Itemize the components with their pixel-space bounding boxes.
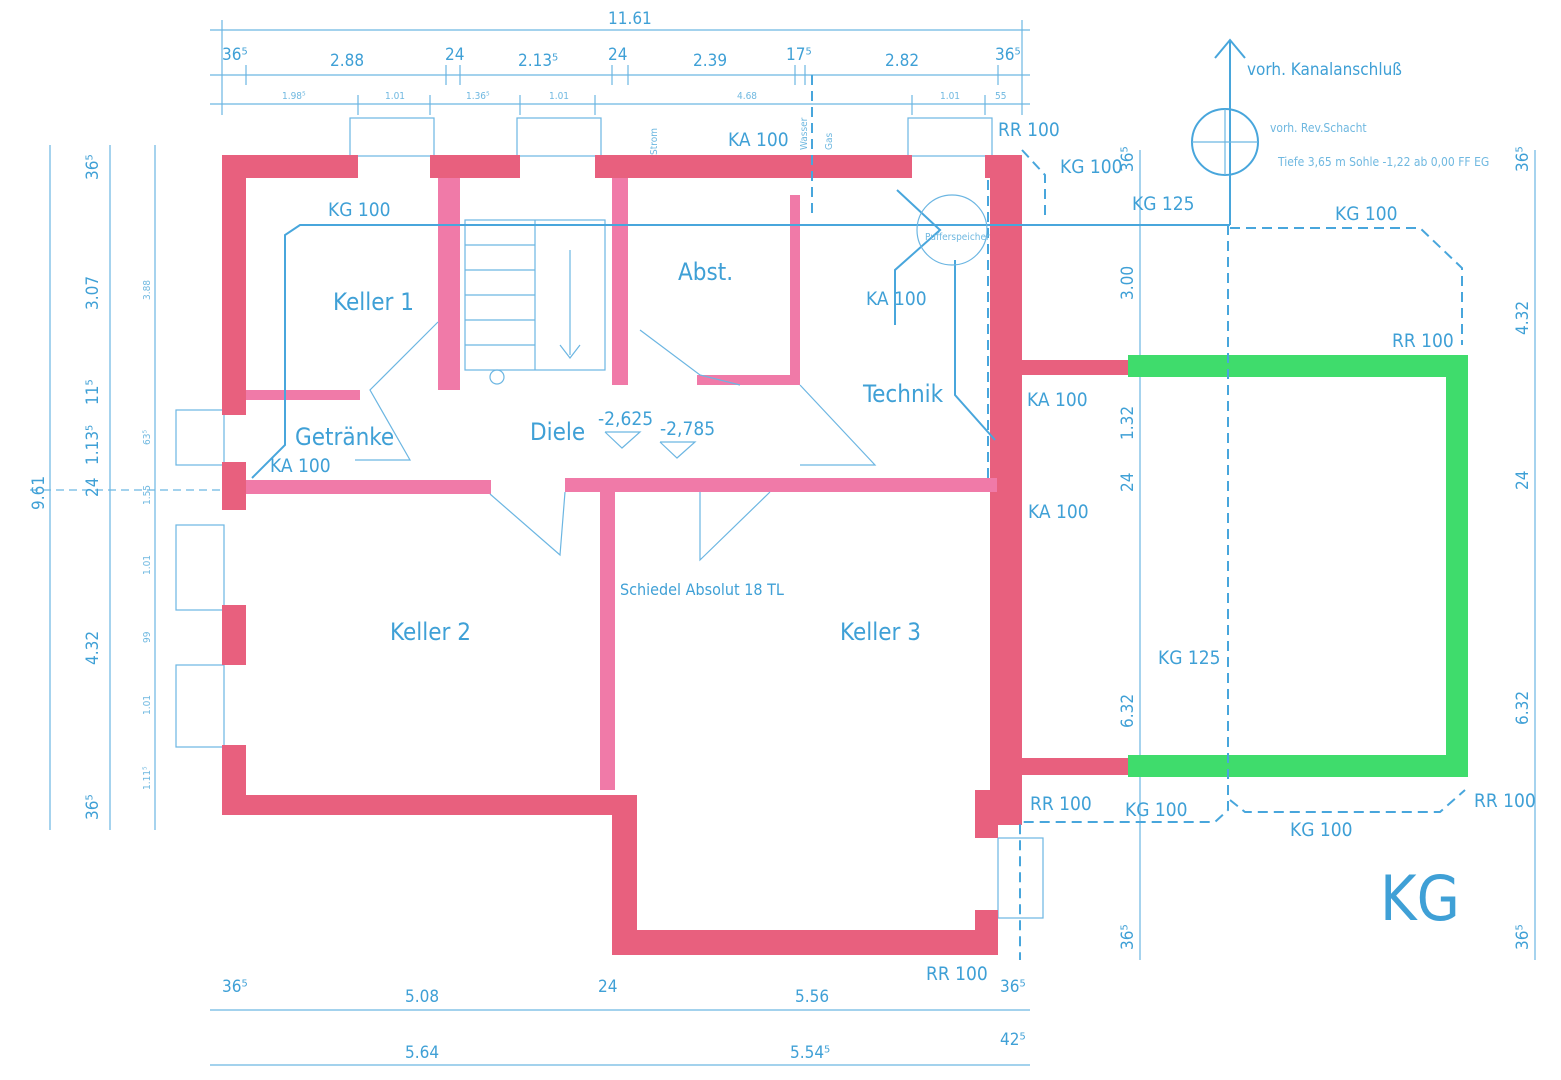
dim-label: 63⁵ bbox=[142, 430, 153, 445]
dim-label: 24 bbox=[83, 478, 103, 497]
dim-label: 4.68 bbox=[737, 91, 757, 102]
pipe-label: KA 100 bbox=[866, 288, 927, 310]
dim-label: 36⁵ bbox=[995, 45, 1021, 65]
dim-label: 11⁵ bbox=[83, 379, 103, 405]
room-getraenke: Getränke bbox=[295, 423, 394, 451]
dim-label: 24 bbox=[445, 45, 464, 65]
dim-label: 36⁵ bbox=[1513, 924, 1533, 950]
room-diele: Diele bbox=[530, 418, 585, 446]
dim-label: 1.55 bbox=[142, 485, 153, 505]
dim-label: 1.36⁵ bbox=[466, 91, 490, 102]
dim-label: 1.01 bbox=[142, 555, 153, 575]
dim-label: 4.32 bbox=[1513, 301, 1533, 335]
puffer-note: Pufferspeicher bbox=[925, 232, 990, 243]
dim-label: 5.54⁵ bbox=[790, 1043, 830, 1063]
dim-label: 24 bbox=[598, 977, 617, 997]
level-marker: -2,625 bbox=[598, 408, 653, 430]
dim-label: 1.98⁵ bbox=[282, 91, 306, 102]
dim-label: 24 bbox=[1118, 473, 1138, 492]
pipe-label: KG 125 bbox=[1132, 193, 1195, 215]
pipe-label: KG 100 bbox=[1060, 156, 1123, 178]
dim-label: 36⁵ bbox=[1118, 146, 1138, 172]
garage-walls bbox=[1128, 355, 1468, 777]
floor-label: KG bbox=[1380, 862, 1460, 935]
gas-note: Gas bbox=[824, 133, 835, 150]
dim-label: 36⁵ bbox=[1000, 977, 1026, 997]
pipe-label: RR 100 bbox=[1030, 793, 1092, 815]
wasser-note: Wasser bbox=[799, 117, 810, 150]
dim-label: 36⁵ bbox=[83, 794, 103, 820]
strom-note: Strom bbox=[649, 128, 660, 155]
windows bbox=[175, 117, 1044, 919]
pipe-labels: KG 100 KA 100 RR 100 KG 100 KG 125 KG 10… bbox=[270, 119, 1536, 985]
room-labels: Keller 1 Keller 2 Keller 3 Getränke Diel… bbox=[295, 258, 1460, 935]
dim-label: 6.32 bbox=[1513, 691, 1533, 725]
schacht-note: vorh. Rev.Schacht bbox=[1270, 121, 1367, 135]
pipe-label: KA 100 bbox=[728, 129, 789, 151]
inner-walls bbox=[246, 178, 997, 790]
dim-top-total: 11.61 bbox=[608, 9, 652, 29]
dim-label: 3.00 bbox=[1118, 266, 1138, 300]
dim-label: 1.01 bbox=[385, 91, 405, 102]
pipe-label: KG 100 bbox=[1290, 819, 1353, 841]
dim-label: 55 bbox=[995, 91, 1006, 102]
pipe-label: KA 100 bbox=[1028, 501, 1089, 523]
dim-label: 5.08 bbox=[405, 987, 439, 1007]
dim-label: 5.64 bbox=[405, 1043, 439, 1063]
room-keller2: Keller 2 bbox=[390, 618, 471, 646]
pipe-label: KG 100 bbox=[328, 199, 391, 221]
dim-label: 1.01 bbox=[549, 91, 569, 102]
pipe-label: KG 125 bbox=[1158, 647, 1221, 669]
chimney-note: Schiedel Absolut 18 TL bbox=[620, 580, 784, 599]
stairs bbox=[464, 219, 606, 385]
pipe-label: RR 100 bbox=[926, 963, 988, 985]
pipe-lines bbox=[251, 38, 1466, 960]
level-marker: -2,785 bbox=[660, 418, 715, 440]
dim-label: 1.11⁵ bbox=[142, 766, 153, 790]
dim-label: 4.32 bbox=[83, 631, 103, 665]
dim-label: 3.07 bbox=[83, 276, 103, 310]
dim-label: 36⁵ bbox=[83, 154, 103, 180]
dim-label: 17⁵ bbox=[786, 45, 812, 65]
dim-label: 5.56 bbox=[795, 987, 829, 1007]
dim-label: 42⁵ bbox=[1000, 1030, 1026, 1050]
pipe-label: RR 100 bbox=[1474, 790, 1536, 812]
dim-left-total: 9.61 bbox=[29, 476, 49, 510]
dim-label: 1.01 bbox=[940, 91, 960, 102]
dim-label: 99 bbox=[142, 631, 153, 643]
pipe-label: KA 100 bbox=[1027, 389, 1088, 411]
tiefe-note: Tiefe 3,65 m Sohle -1,22 ab 0,00 FF EG bbox=[1277, 155, 1489, 169]
pipe-label: KG 100 bbox=[1335, 203, 1398, 225]
dim-label: 2.13⁵ bbox=[518, 51, 558, 71]
dim-label: 1.01 bbox=[142, 695, 153, 715]
dim-label: 1.32 bbox=[1118, 406, 1138, 440]
dimension-labels: 11.61 36⁵ 2.88 24 2.13⁵ 24 2.39 17⁵ 2.82… bbox=[29, 9, 1533, 1063]
dim-label: 36⁵ bbox=[1118, 924, 1138, 950]
dim-label: 24 bbox=[608, 45, 627, 65]
dim-label: 36⁵ bbox=[222, 45, 248, 65]
dimension-lines bbox=[30, 20, 1536, 1066]
kanal-note: vorh. Kanalanschluß bbox=[1247, 60, 1402, 80]
room-technik: Technik bbox=[862, 380, 944, 408]
dim-label: 36⁵ bbox=[222, 977, 248, 997]
pipe-label: RR 100 bbox=[1392, 330, 1454, 352]
dim-label: 2.39 bbox=[693, 51, 727, 71]
dim-label: 1.13⁵ bbox=[83, 425, 103, 465]
dim-label: 2.82 bbox=[885, 51, 919, 71]
dim-label: 3.88 bbox=[142, 280, 153, 300]
dim-label: 2.88 bbox=[330, 51, 364, 71]
door-swings bbox=[355, 321, 877, 562]
dim-label: 24 bbox=[1513, 471, 1533, 490]
room-keller3: Keller 3 bbox=[840, 618, 921, 646]
room-keller1: Keller 1 bbox=[333, 288, 414, 316]
pipe-label: RR 100 bbox=[998, 119, 1060, 141]
pipe-label: KA 100 bbox=[270, 455, 331, 477]
outer-walls bbox=[222, 155, 1128, 955]
dim-label: 36⁵ bbox=[1513, 146, 1533, 172]
notes: Schiedel Absolut 18 TL vorh. Kanalanschl… bbox=[620, 60, 1489, 599]
room-abst: Abst. bbox=[678, 258, 733, 286]
pipe-label: KG 100 bbox=[1125, 799, 1188, 821]
dim-label: 6.32 bbox=[1118, 694, 1138, 728]
